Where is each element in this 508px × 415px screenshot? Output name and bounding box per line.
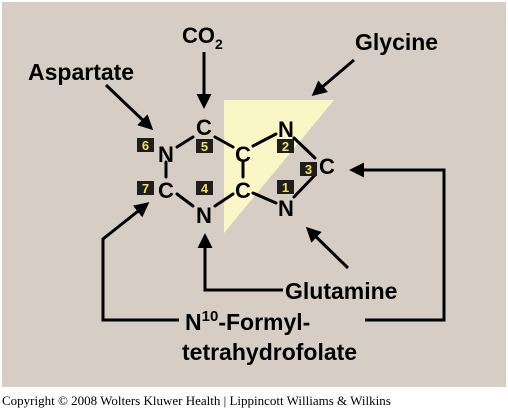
bond-c5-n6: [175, 135, 195, 149]
arrow-glycine: [311, 58, 355, 96]
arrow-glutamine-diag: [305, 226, 350, 270]
ring-bonds: [164, 132, 317, 208]
bond-n4-c4bot: [213, 192, 235, 208]
arrow-formyl-left: [101, 202, 179, 322]
badge-2: 2: [277, 139, 294, 154]
svg-text:1: 1: [282, 180, 289, 195]
atom-c-center-top: C: [235, 142, 251, 167]
badge-3: 3: [300, 162, 317, 177]
bond-c3-n1: [292, 173, 317, 199]
arrow-formyl-right: [349, 162, 446, 322]
badge-1: 1: [277, 180, 294, 195]
co2-label: CO2: [182, 23, 223, 52]
svg-text:2: 2: [282, 139, 289, 154]
glycine-highlight: [224, 100, 334, 233]
atom-c-top: C: [196, 115, 212, 140]
arrow-aspartate: [104, 83, 154, 131]
svg-text:4: 4: [201, 181, 209, 196]
bond-c7-n4: [175, 192, 195, 208]
bond-c5-c4top: [213, 135, 235, 149]
atom-c-left: C: [158, 178, 174, 203]
atom-n-upper-right: N: [278, 117, 294, 142]
svg-text:7: 7: [142, 181, 149, 196]
svg-text:6: 6: [142, 138, 149, 153]
glutamine-label: Glutamine: [285, 278, 397, 304]
aspartate-label: Aspartate: [28, 59, 134, 85]
atom-c-right: C: [319, 154, 335, 179]
bond-ctop-n2: [251, 132, 278, 148]
bond-n1-cbot: [251, 191, 278, 205]
copyright-notice: Copyright © 2008 Wolters Kluwer Health |…: [2, 393, 391, 408]
position-badges: 5 6 7 4 2 1 3: [137, 138, 317, 196]
badge-4: 4: [196, 181, 213, 196]
atom-n-left: N: [158, 142, 174, 167]
source-arrows: [101, 52, 446, 322]
badge-7: 7: [137, 181, 154, 196]
svg-text:3: 3: [305, 162, 312, 177]
arrow-glutamine-elbow: [197, 233, 283, 292]
badge-5: 5: [196, 139, 213, 154]
svg-text:5: 5: [201, 139, 208, 154]
atom-n-lower-right: N: [278, 196, 294, 221]
ring-atoms: C N C N C C N N C: [158, 115, 335, 228]
atom-n-bottom: N: [196, 203, 212, 228]
glycine-label: Glycine: [355, 29, 438, 55]
badge-6: 6: [137, 138, 154, 153]
atom-c-center-bottom: C: [235, 178, 251, 203]
bond-n2-c3: [292, 136, 317, 160]
formyl-label-line2: tetrahydrofolate: [182, 339, 357, 365]
formyl-label-line1: N10-Formyl-: [185, 308, 310, 335]
